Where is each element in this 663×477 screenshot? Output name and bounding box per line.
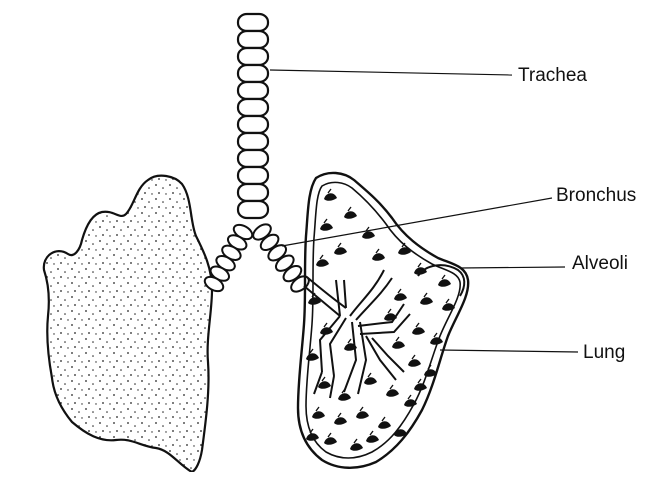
alveolus-mark xyxy=(420,293,433,305)
alveolus-mark xyxy=(386,385,399,397)
bronchus-label: Bronchus xyxy=(556,186,636,205)
bronchial-tree xyxy=(304,270,410,398)
alveolus-mark xyxy=(372,249,385,261)
lung-label: Lung xyxy=(583,343,625,362)
trachea-leader-line xyxy=(270,70,512,75)
trachea-ring xyxy=(238,150,268,167)
trachea-ring xyxy=(238,133,268,150)
left-lung-shape xyxy=(44,176,212,472)
trachea-ring xyxy=(238,31,268,48)
alveolus-mark xyxy=(344,207,357,219)
alveolus-mark xyxy=(324,433,337,445)
trachea-ring xyxy=(238,201,268,218)
alveolus-mark xyxy=(442,299,455,311)
alveolus-mark xyxy=(324,189,337,201)
alveolus-mark xyxy=(384,309,397,321)
trachea-ring xyxy=(238,99,268,116)
right-bronchus xyxy=(250,221,311,294)
alveolus-mark xyxy=(356,407,369,419)
alveolus-mark xyxy=(334,243,347,255)
alveolus-mark xyxy=(364,373,377,385)
trachea-ring xyxy=(238,65,268,82)
alveoli-label: Alveoli xyxy=(572,254,628,273)
trachea-ring xyxy=(238,82,268,99)
alveoli-leader-line xyxy=(460,267,565,268)
alveolus-mark xyxy=(306,349,319,361)
alveolus-mark xyxy=(424,365,437,377)
alveolus-mark xyxy=(320,323,333,335)
alveolus-mark xyxy=(334,413,347,425)
alveolus-mark xyxy=(438,275,451,287)
trachea-label: Trachea xyxy=(518,66,587,85)
alveolus-mark xyxy=(320,219,333,231)
alveolus-mark xyxy=(312,407,325,419)
trachea-ring xyxy=(238,167,268,184)
alveolus-mark xyxy=(316,255,329,267)
trachea-ring xyxy=(238,48,268,65)
alveolus-mark xyxy=(378,417,391,429)
trachea-rings xyxy=(238,14,268,218)
trachea-ring xyxy=(238,116,268,133)
alveolus-mark xyxy=(408,355,421,367)
alveolus-mark xyxy=(392,337,405,349)
alveolus-mark xyxy=(306,429,319,441)
alveolus-mark xyxy=(366,431,379,443)
alveolus-mark xyxy=(350,439,363,451)
left-bronchus xyxy=(202,222,254,294)
right-lung-inner xyxy=(306,182,460,458)
trachea-ring xyxy=(238,14,268,31)
bronchus-leader-line xyxy=(282,198,552,246)
alveolus-mark xyxy=(412,323,425,335)
alveolus-mark xyxy=(394,289,407,301)
alveolus-mark xyxy=(362,227,375,239)
trachea-ring xyxy=(238,184,268,201)
lung-leader-line xyxy=(440,350,578,352)
